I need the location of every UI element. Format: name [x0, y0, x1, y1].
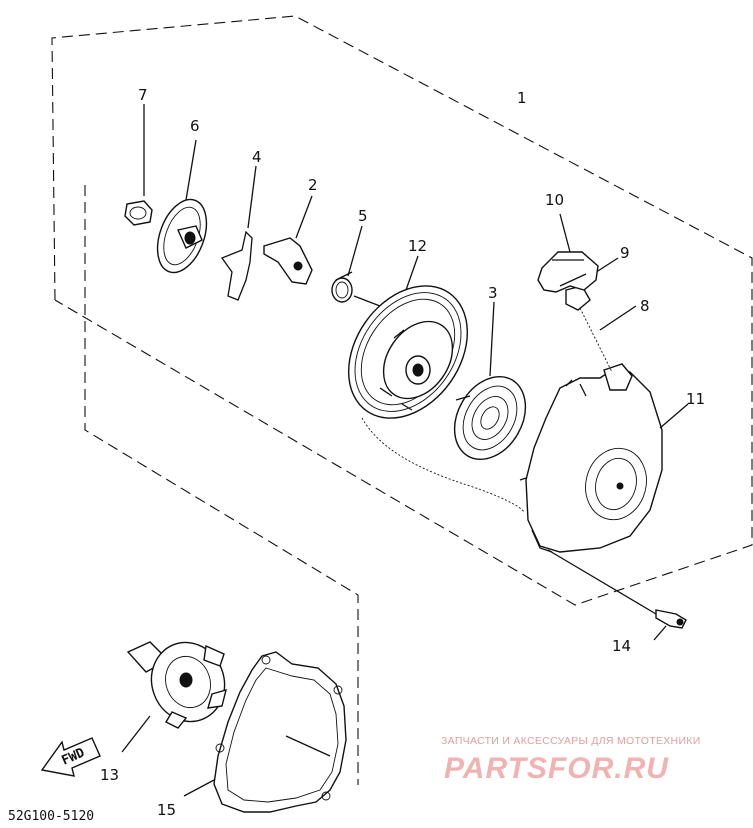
part-12-sheave-drum[interactable] [324, 255, 492, 441]
watermark: ЗАПЧАСТИ И АКСЕССУАРЫ ДЛЯ МОТОТЕХНИКИ PA… [441, 735, 701, 785]
watermark-tagline: ЗАПЧАСТИ И АКСЕССУАРЫ ДЛЯ МОТОТЕХНИКИ [441, 735, 701, 747]
callout-3: 3 [488, 284, 498, 302]
assembly-boundary-lower [84, 185, 359, 785]
part-10-starter-handle[interactable] [537, 213, 599, 293]
assembly-boundary-upper [51, 15, 753, 606]
part-4-spring-clip[interactable] [220, 165, 257, 301]
callout-11: 11 [686, 390, 705, 408]
part-11-starter-case[interactable] [519, 363, 689, 553]
callout-14: 14 [612, 637, 631, 655]
part-7-nut[interactable] [124, 104, 153, 226]
starter-rope [361, 417, 525, 513]
part-2-ratchet-plate[interactable] [263, 195, 313, 285]
part-13-starter-pulley[interactable] [121, 632, 236, 753]
part-8-rope[interactable] [579, 305, 637, 373]
callout-10: 10 [545, 191, 564, 209]
callout-6: 6 [190, 117, 200, 135]
diagram-code: 52G100-5120 [8, 809, 94, 824]
callout-15: 15 [157, 801, 176, 819]
forward-direction-arrow: FWD [40, 737, 101, 777]
part-3-recoil-spring[interactable] [440, 301, 539, 472]
callout-13: 13 [100, 766, 119, 784]
callout-2: 2 [308, 176, 318, 194]
callout-12: 12 [408, 237, 427, 255]
watermark-site: PARTSFOR.RU [444, 752, 669, 785]
callout-1: 1 [517, 89, 527, 107]
part-15-gasket[interactable] [183, 651, 347, 813]
part-6-drive-plate[interactable] [148, 139, 215, 279]
part-5-bushing[interactable] [331, 225, 381, 307]
part-14-bolt[interactable] [547, 549, 687, 641]
callout-9: 9 [620, 244, 630, 262]
callout-5: 5 [358, 207, 368, 225]
callout-4: 4 [252, 148, 262, 166]
callout-8: 8 [640, 297, 650, 315]
callout-7: 7 [138, 86, 148, 104]
